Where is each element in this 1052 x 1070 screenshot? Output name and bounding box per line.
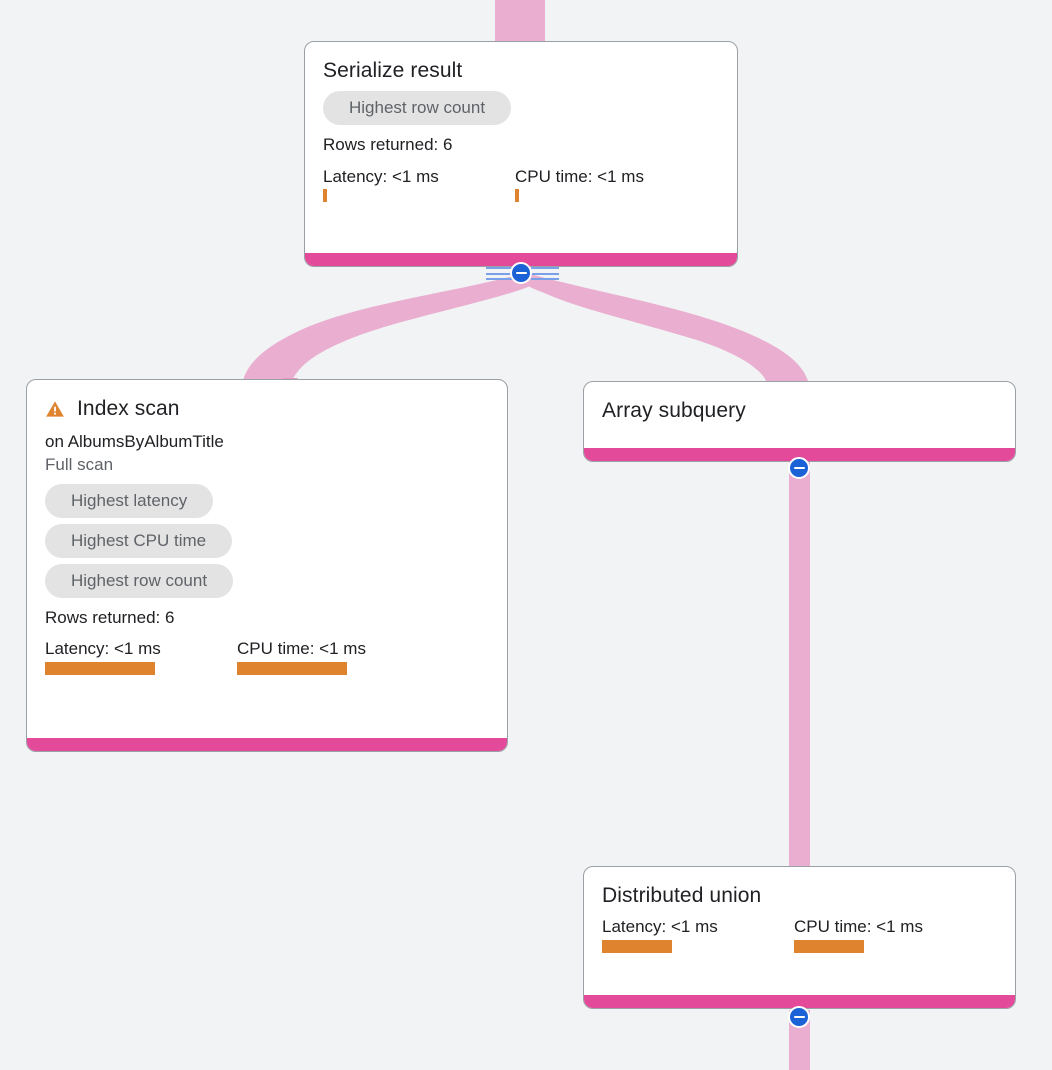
edge-serialize-to-array-subquery-body [524, 274, 808, 381]
warning-triangle-icon [46, 400, 64, 417]
metric-latency: Latency: <1 ms [602, 917, 794, 953]
metric-cpu-time-label: CPU time: <1 ms [794, 917, 923, 937]
edge-serialize-to-array-subquery [528, 276, 800, 382]
metric-latency-bar [323, 189, 327, 203]
metric-latency-label: Latency: <1 ms [45, 639, 161, 659]
node-accent-bar [27, 738, 507, 751]
chip-highest-cpu-time: Highest CPU time [45, 523, 233, 558]
edge-into-serialize-result [495, 0, 545, 44]
node-serialize-result-body: Serialize result Highest row count Rows … [305, 42, 737, 253]
metric-cpu-time: CPU time: <1 ms [794, 917, 923, 953]
chip-highest-row-count: Highest row count [45, 563, 234, 598]
node-distributed-union-body: Distributed union Latency: <1 ms CPU tim… [584, 867, 1015, 995]
node-index-scan[interactable]: Index scan on AlbumsByAlbumTitle Full sc… [26, 379, 508, 752]
node-index-scan-chips: Highest latency Highest CPU time Highest… [45, 483, 489, 598]
metric-cpu-time: CPU time: <1 ms [515, 167, 644, 203]
node-array-subquery[interactable]: Array subquery [583, 381, 1016, 462]
minus-icon [793, 1015, 805, 1019]
node-title: Index scan [77, 397, 180, 420]
node-index-scan-body: Index scan on AlbumsByAlbumTitle Full sc… [27, 380, 507, 738]
node-accent-bar [305, 253, 737, 266]
node-accent-bar [584, 448, 1015, 461]
collapse-toggle-serialize-result[interactable] [510, 262, 532, 284]
node-index-scan-title-row: Index scan [45, 396, 489, 421]
node-index-scan-scan-type: Full scan [45, 455, 114, 475]
node-distributed-union[interactable]: Distributed union Latency: <1 ms CPU tim… [583, 866, 1016, 1009]
node-accent-bar [584, 995, 1015, 1008]
metric-latency-bar [602, 939, 672, 953]
node-title: Serialize result [323, 59, 463, 82]
rows-returned-label: Rows returned: 6 [45, 607, 175, 627]
metric-cpu-time-label: CPU time: <1 ms [237, 639, 366, 659]
collapse-toggle-array-subquery[interactable] [788, 457, 810, 479]
metric-cpu-time-bar [515, 189, 519, 203]
edge-serialize-to-index-scan-body [243, 274, 535, 381]
chip-highest-latency: Highest latency [45, 483, 214, 518]
multi-edge-indicator-right [531, 267, 559, 280]
metric-cpu-time-bar [794, 939, 864, 953]
node-distributed-union-title-row: Distributed union [602, 883, 997, 908]
metric-latency-label: Latency: <1 ms [602, 917, 718, 937]
collapse-toggle-distributed-union[interactable] [788, 1006, 810, 1028]
node-serialize-result-metrics: Latency: <1 ms CPU time: <1 ms [323, 167, 719, 203]
edge-array-subquery-to-distributed-union [789, 462, 810, 874]
metric-latency-label: Latency: <1 ms [323, 166, 439, 186]
metric-cpu-time-label: CPU time: <1 ms [515, 166, 644, 186]
chip-highest-row-count: Highest row count [323, 91, 512, 126]
metric-latency-bar [45, 661, 155, 675]
node-serialize-result[interactable]: Serialize result Highest row count Rows … [304, 41, 738, 267]
node-distributed-union-metrics: Latency: <1 ms CPU time: <1 ms [602, 917, 997, 953]
minus-icon [515, 271, 527, 275]
metric-cpu-time: CPU time: <1 ms [237, 639, 366, 675]
minus-icon [793, 466, 805, 470]
metric-cpu-time-bar [237, 661, 347, 675]
metric-latency: Latency: <1 ms [45, 639, 237, 675]
node-serialize-result-title-row: Serialize result [323, 58, 719, 83]
node-array-subquery-body: Array subquery [584, 382, 1015, 448]
node-array-subquery-title-row: Array subquery [602, 398, 997, 423]
node-index-scan-subtitle: on AlbumsByAlbumTitle [45, 432, 224, 452]
node-index-scan-metrics: Latency: <1 ms CPU time: <1 ms [45, 639, 489, 675]
node-title: Distributed union [602, 884, 762, 907]
metric-latency: Latency: <1 ms [323, 167, 515, 203]
node-serialize-result-chips: Highest row count [323, 91, 719, 126]
edge-serialize-to-index-scan [258, 276, 530, 382]
node-title: Array subquery [602, 399, 746, 422]
rows-returned-label: Rows returned: 6 [323, 135, 453, 155]
